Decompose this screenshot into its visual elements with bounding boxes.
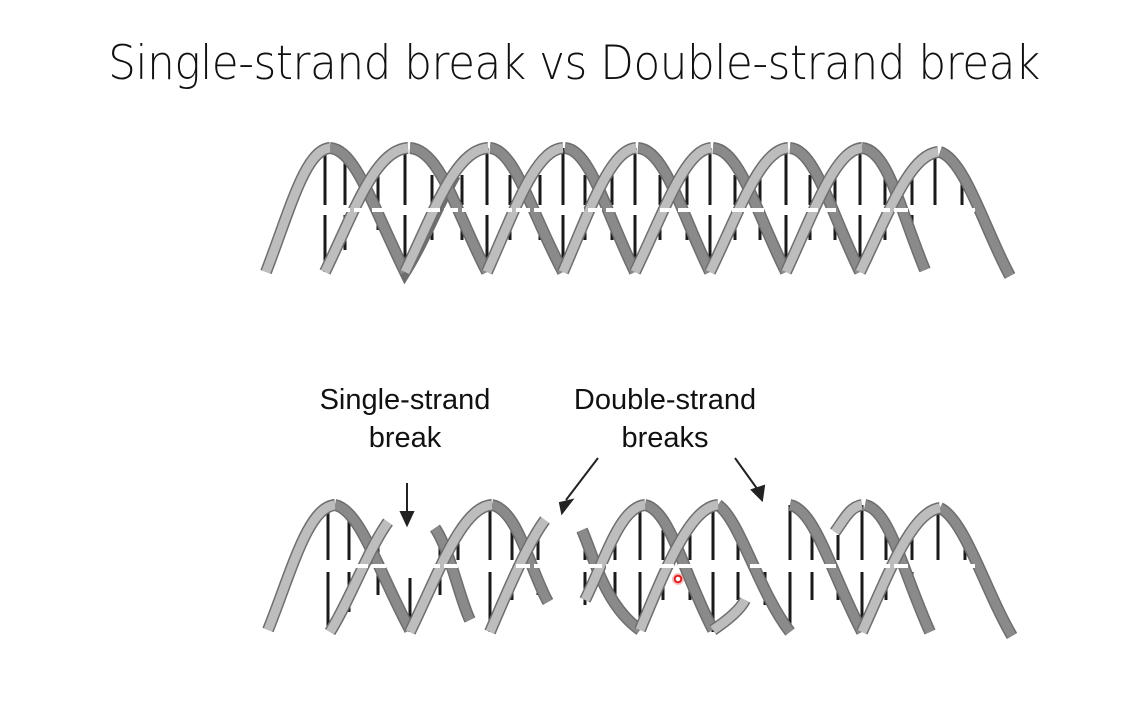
intact-helix	[260, 142, 1016, 285]
break-arrows	[399, 457, 766, 528]
slide-title: Single-strand break vs Double-strand bre…	[108, 36, 1040, 91]
pointer-cursor-icon	[672, 573, 684, 585]
single-strand-break-label: Single-strand break	[300, 381, 510, 457]
single-strand-label-line1: Single-strand	[319, 384, 491, 416]
broken-helix	[262, 499, 1018, 640]
double-strand-label-line2: breaks	[621, 422, 709, 454]
double-strand-label-line1: Double-strand	[573, 384, 757, 416]
double-strand-breaks-label: Double-strand breaks	[555, 381, 775, 457]
single-strand-label-line2: break	[368, 422, 442, 454]
